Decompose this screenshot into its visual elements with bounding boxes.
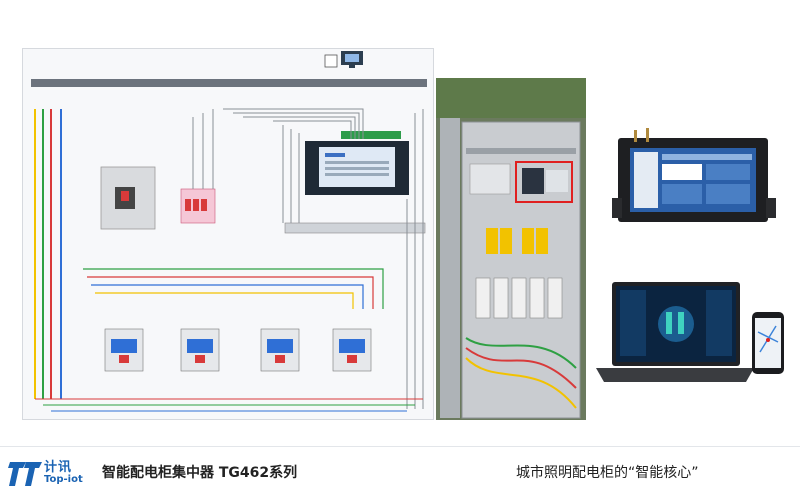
contactor-1 [104, 328, 144, 372]
highlight-box [515, 161, 573, 203]
laptop-svg [596, 282, 754, 382]
cabinet-photo [436, 78, 586, 420]
product-slogan: 城市照明配电柜的“智能核心” [516, 465, 699, 481]
brand-logo-icon [8, 462, 42, 486]
main-bus-lines [34, 109, 62, 399]
contactor-feed-wires [83, 268, 384, 309]
brand-logo [6, 452, 92, 492]
laptop-dashboard [596, 282, 754, 386]
contactor-4 [332, 328, 372, 372]
concentrator-device-photo [612, 128, 776, 224]
footer-bar [0, 446, 800, 497]
contactor-2 [180, 328, 220, 372]
product-title: 智能配电柜集中器 TG462系列 [102, 465, 298, 481]
phone-map [752, 312, 784, 374]
wiring-diagram [22, 48, 434, 420]
concentrator-device [305, 131, 409, 195]
computer-icon [324, 51, 363, 68]
brand-name: 计讯 [44, 460, 73, 475]
phone-svg [752, 312, 784, 374]
contactor-3 [260, 328, 300, 372]
wiring-diagram-svg [23, 49, 433, 419]
diagram-title-bar [31, 79, 427, 87]
signal-wires [192, 108, 424, 409]
output-wires [35, 398, 423, 412]
main-breaker [100, 166, 156, 230]
device-svg [612, 128, 776, 222]
brand-name-en: Top-iot [44, 474, 83, 485]
terminal-strip [284, 222, 426, 234]
cabinet-photo-svg [436, 78, 586, 420]
small-breaker [180, 188, 216, 224]
